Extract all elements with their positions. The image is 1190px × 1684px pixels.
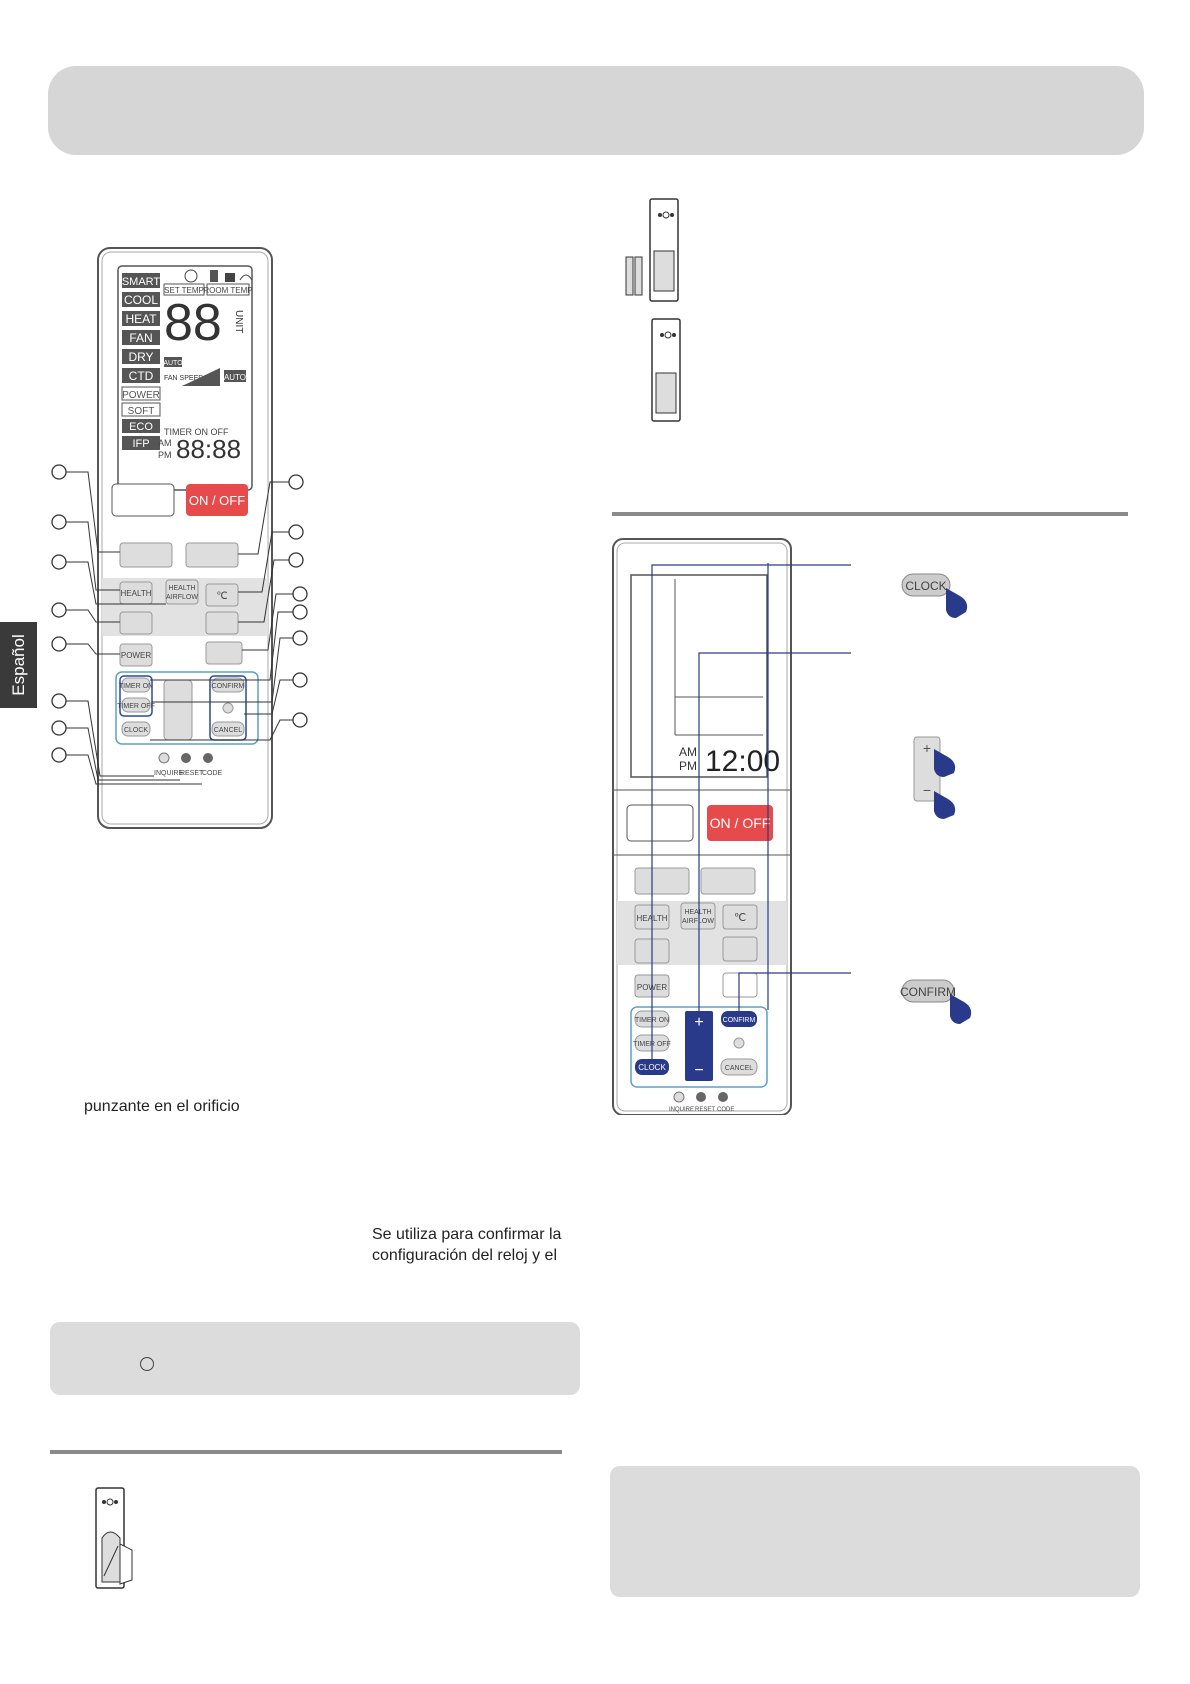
lcd-pm-right: PM <box>679 759 697 773</box>
wifi-icon <box>239 274 253 281</box>
code-label-left: CODE <box>202 770 223 777</box>
lcd-timer: TIMER ON OFF <box>164 427 229 437</box>
confirm-callout-label: CONFIRM <box>900 985 956 999</box>
header-bar <box>48 66 1144 155</box>
celsius-button-left: ℃ <box>216 591 227 602</box>
text-confirm-desc-1: Se utiliza para confirmar la <box>372 1226 562 1243</box>
pointing-hand-icon <box>934 791 956 819</box>
lcd-room-temp: ROOM TEMP <box>203 286 252 295</box>
confirm-callout: CONFIRM <box>900 979 972 1024</box>
lcd-mode-list: SMART COOL HEAT FAN DRY CTD POWER SOFT E… <box>121 273 161 450</box>
health-button-left: HEALTH <box>121 589 152 598</box>
remote-diagram-right: AM PM 12:00 ON / OFF HEALTH HEALTH AIRFL… <box>612 538 851 1115</box>
text-confirm-desc-2: configuración del reloj y el <box>372 1247 557 1264</box>
battery-icon <box>210 270 218 282</box>
clock-button-left: CLOCK <box>124 727 148 734</box>
lcd-pm: PM <box>158 450 172 460</box>
plus-button-right: + <box>694 1014 703 1031</box>
lcd-mode-fan: FAN <box>129 331 152 345</box>
lcd-mode-cool: COOL <box>124 293 158 307</box>
section-rule-left <box>50 1450 562 1454</box>
lcd-time-right: 12:00 <box>705 745 780 778</box>
battery-insert-diagrams <box>625 198 681 422</box>
language-tab-label: Español <box>8 634 28 696</box>
on-off-button-right: ON / OFF <box>710 815 771 831</box>
pointing-hand-icon <box>934 749 956 777</box>
fan-speed-bars-icon <box>182 368 220 386</box>
timer-on-button-left: TIMER ON <box>119 683 153 690</box>
lcd-mode-soft: SOFT <box>128 406 155 417</box>
lcd-auto-2: AUTO <box>224 373 246 382</box>
code-label-right: CODE <box>717 1107 734 1113</box>
health-airflow-line1-right: HEALTH <box>684 909 711 916</box>
remote-diagram-left: SMART COOL HEAT FAN DRY CTD POWER SOFT E… <box>51 247 308 829</box>
minus-button-right: − <box>694 1062 703 1079</box>
clock-button-right: CLOCK <box>638 1063 666 1072</box>
callout-circle-icon <box>140 1357 154 1371</box>
language-tab: Español <box>0 622 37 708</box>
power-button-left: POWER <box>121 651 151 660</box>
reset-label-left: RESET <box>180 770 204 777</box>
remote-cover-diagram <box>95 1487 133 1589</box>
cancel-button-right: CANCEL <box>725 1065 754 1072</box>
lcd-mode-ctd: CTD <box>129 369 154 383</box>
lcd-auto-1: AUTO <box>163 360 183 367</box>
reset-label-right: RESET <box>695 1107 715 1113</box>
cancel-button-left: CANCEL <box>214 727 243 734</box>
lcd-am-right: AM <box>679 745 697 759</box>
callout-lines-left <box>66 471 293 785</box>
lcd-mode-dry: DRY <box>128 350 153 364</box>
celsius-button-right: ℃ <box>734 912 746 924</box>
lcd-unit: UNIT <box>233 310 244 333</box>
note-box-right <box>610 1466 1140 1597</box>
health-airflow-line1-left: HEALTH <box>168 585 195 592</box>
text-punzante: punzante en el orificio <box>84 1098 240 1115</box>
plus-minus-callout: + − <box>913 736 956 819</box>
confirm-button-left: CONFIRM <box>212 683 245 690</box>
callout-lines-right <box>651 564 851 1059</box>
battery-icon <box>634 256 643 296</box>
lock-icon <box>225 273 235 282</box>
lcd-mode-heat: HEAT <box>125 312 157 326</box>
lcd-big-digits: 88 <box>164 294 222 352</box>
confirm-button-right: CONFIRM <box>723 1017 756 1024</box>
lcd-mode-power: POWER <box>122 390 160 401</box>
health-airflow-line2-right: AIRFLOW <box>682 918 714 925</box>
lcd-am: AM <box>158 438 172 448</box>
clock-callout-label: CLOCK <box>905 579 946 593</box>
minus-callout-label: − <box>923 782 931 798</box>
inquire-label-left: INQUIRE <box>154 770 184 777</box>
on-off-button-left: ON / OFF <box>189 493 245 508</box>
home-icon <box>184 269 198 283</box>
clock-callout: CLOCK <box>901 573 968 618</box>
battery-icon <box>625 256 634 296</box>
note-box-left <box>50 1322 580 1395</box>
lcd-mode-ifp: IFP <box>132 438 149 450</box>
lcd-mode-eco: ECO <box>129 421 153 433</box>
inquire-label-right: INQUIRE <box>669 1107 694 1113</box>
pointing-hand-icon <box>950 994 972 1024</box>
lcd-set-temp: SET TEMP <box>164 286 204 295</box>
lcd-mode-smart: SMART <box>122 276 161 288</box>
lcd-time: 88:88 <box>176 434 241 464</box>
plus-callout-label: + <box>923 740 931 756</box>
health-airflow-line2-left: AIRFLOW <box>166 594 198 601</box>
pointing-hand-icon <box>946 588 968 618</box>
section-rule-right <box>612 512 1128 516</box>
timer-off-button-left: TIMER OFF <box>117 703 155 710</box>
lcd-fan-speed: FAN SPEED <box>164 375 203 382</box>
